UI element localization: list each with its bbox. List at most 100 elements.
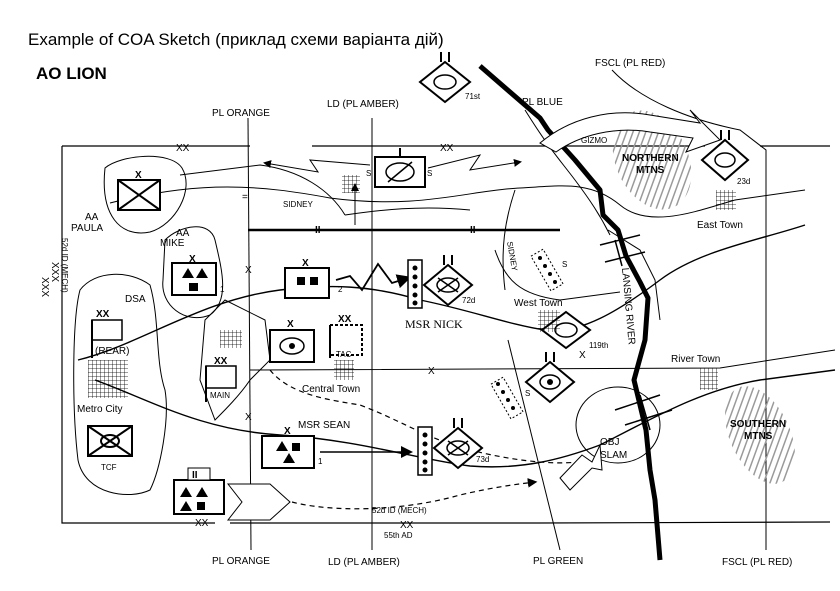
msr-nick-label: MSR NICK bbox=[405, 317, 463, 331]
boundary-xx-top-left: XX bbox=[176, 143, 190, 154]
svg-text:XX: XX bbox=[338, 314, 352, 325]
pl-green-label: PL GREEN bbox=[533, 556, 583, 567]
aa-mike-label-1: AA bbox=[176, 228, 190, 239]
enemy-west-brigade bbox=[524, 352, 576, 404]
aa-mike-label-2: MIKE bbox=[160, 238, 185, 249]
left-boundary-unit: 52d ID (MECH) bbox=[60, 238, 69, 293]
river-town-label: River Town bbox=[671, 354, 720, 365]
u72-label: 72d bbox=[462, 296, 475, 305]
river-bank-line bbox=[607, 229, 661, 321]
enemy-23d: 23d bbox=[700, 130, 750, 186]
southern-mtns-label-2: MTNS bbox=[744, 431, 773, 442]
boundary-xx-bottom-left: XX bbox=[195, 518, 209, 529]
u23-label: 23d bbox=[737, 177, 750, 186]
left-boundary-xxx-vertical: XXX bbox=[39, 277, 50, 297]
svg-text:1: 1 bbox=[220, 285, 225, 294]
enemy-screen-north: S bbox=[530, 248, 567, 292]
obj-slam-attack-arrow bbox=[559, 443, 603, 491]
obj-slam-label-1: OBJ bbox=[600, 437, 619, 448]
boundary-xx-bottom-right: XX bbox=[400, 520, 414, 531]
svg-text:1: 1 bbox=[318, 457, 323, 466]
unit-aa-mike-brigade: X 1 bbox=[171, 254, 225, 296]
boundary-unit-bottom: 55th AD bbox=[384, 531, 413, 540]
river-town-urban bbox=[700, 368, 718, 390]
fscl-red bbox=[611, 69, 767, 550]
road-sean bbox=[94, 369, 836, 468]
sidney-vertical-label: SIDNEY bbox=[505, 241, 519, 273]
west-town-label: West Town bbox=[514, 298, 563, 309]
svg-text:S: S bbox=[562, 260, 567, 269]
southern-mtns-label-1: SOUTHERN bbox=[730, 419, 786, 430]
unit-tcf: TCF bbox=[87, 425, 133, 472]
road-nick bbox=[77, 224, 806, 361]
central-town-label: Central Town bbox=[302, 384, 360, 395]
screen-arrow-left bbox=[263, 159, 371, 173]
pl-orange-crossing: = bbox=[242, 192, 248, 203]
unit-brigade-1: X 1 bbox=[261, 426, 323, 469]
u119-label: 119th bbox=[589, 341, 608, 350]
counterattack-dashed-route bbox=[269, 369, 579, 464]
reserve-axis-arrow bbox=[226, 483, 291, 521]
east-town-urban bbox=[716, 190, 736, 210]
left-boundary-xxx: XXX bbox=[49, 262, 60, 282]
aa-paula-area bbox=[103, 155, 187, 234]
main-cp-area bbox=[199, 299, 271, 421]
bridge-south bbox=[614, 394, 673, 431]
unit-rear-cp: XX (REAR) bbox=[91, 309, 129, 358]
road-west-town bbox=[494, 249, 621, 301]
brigade-2-attack-arrow bbox=[335, 262, 412, 292]
main-label: MAIN bbox=[210, 391, 230, 400]
enemy-screen-south: S bbox=[490, 376, 530, 420]
dsa-area bbox=[73, 273, 167, 496]
reserve-dashed-route bbox=[291, 478, 538, 510]
unit-main-cp: XX MAIN bbox=[205, 356, 237, 402]
boundary-x-mid: X bbox=[428, 366, 435, 377]
pl-orange-top-label: PL ORANGE bbox=[212, 108, 270, 119]
enemy-71st: 71st bbox=[418, 52, 481, 104]
unit-tac-cp: XX TAC bbox=[329, 314, 363, 359]
boundary-x-119: X bbox=[579, 350, 586, 361]
area-of-operations-title: AO LION bbox=[36, 64, 107, 83]
road-central bbox=[249, 349, 836, 371]
bridge-north bbox=[599, 234, 646, 267]
boundary-xx-top-right: XX bbox=[440, 143, 454, 154]
svg-text:X: X bbox=[284, 426, 291, 437]
fscl-top-label: FSCL (PL RED) bbox=[595, 58, 665, 69]
tcf-label: TCF bbox=[101, 463, 117, 472]
enemy-73d: 73d bbox=[417, 418, 489, 476]
dsa-label: DSA bbox=[125, 294, 146, 305]
road-north bbox=[109, 185, 806, 218]
sidney-urban bbox=[342, 175, 360, 193]
gizmo-label: GIZMO bbox=[581, 136, 607, 145]
phase-line-green bbox=[507, 339, 561, 551]
boundary-unit-top: 52d ID (MECH) bbox=[372, 506, 427, 515]
u71-label: 71st bbox=[465, 92, 481, 101]
west-town-urban bbox=[538, 310, 560, 332]
u73-label: 73d bbox=[476, 455, 489, 464]
svg-text:X: X bbox=[287, 319, 294, 330]
msr-sean-label: MSR SEAN bbox=[298, 420, 350, 431]
unit-brigade-2: X 2 bbox=[284, 258, 343, 299]
svg-text:S: S bbox=[525, 389, 530, 398]
svg-text:X: X bbox=[189, 254, 196, 265]
boundary-x-left-1: X bbox=[245, 265, 252, 276]
sidney-top-label: SIDNEY bbox=[283, 200, 313, 209]
unit-aa-paula-brigade: X bbox=[117, 170, 161, 211]
svg-text:II: II bbox=[192, 470, 198, 481]
southern-mountains bbox=[725, 386, 795, 484]
northern-mtns-label-2: MTNS bbox=[636, 165, 665, 176]
road-sidney-vertical bbox=[502, 189, 516, 291]
svg-text:X: X bbox=[302, 258, 309, 269]
phase-line-blue bbox=[524, 109, 611, 236]
unit-central-brigade: X bbox=[269, 319, 315, 363]
phase-line-orange bbox=[247, 117, 252, 551]
boundary-x-left-2: X bbox=[245, 412, 252, 423]
east-town-label: East Town bbox=[697, 220, 743, 231]
obj-slam-label-2: SLAM bbox=[600, 450, 627, 461]
svg-text:XX: XX bbox=[214, 356, 228, 367]
unit-cavalry-screen: S S bbox=[366, 148, 432, 188]
northern-mtns-label-1: NORTHERN bbox=[622, 153, 679, 164]
ld-amber-bottom-label: LD (PL AMBER) bbox=[328, 557, 400, 568]
ld-amber-top-label: LD (PL AMBER) bbox=[327, 99, 399, 110]
